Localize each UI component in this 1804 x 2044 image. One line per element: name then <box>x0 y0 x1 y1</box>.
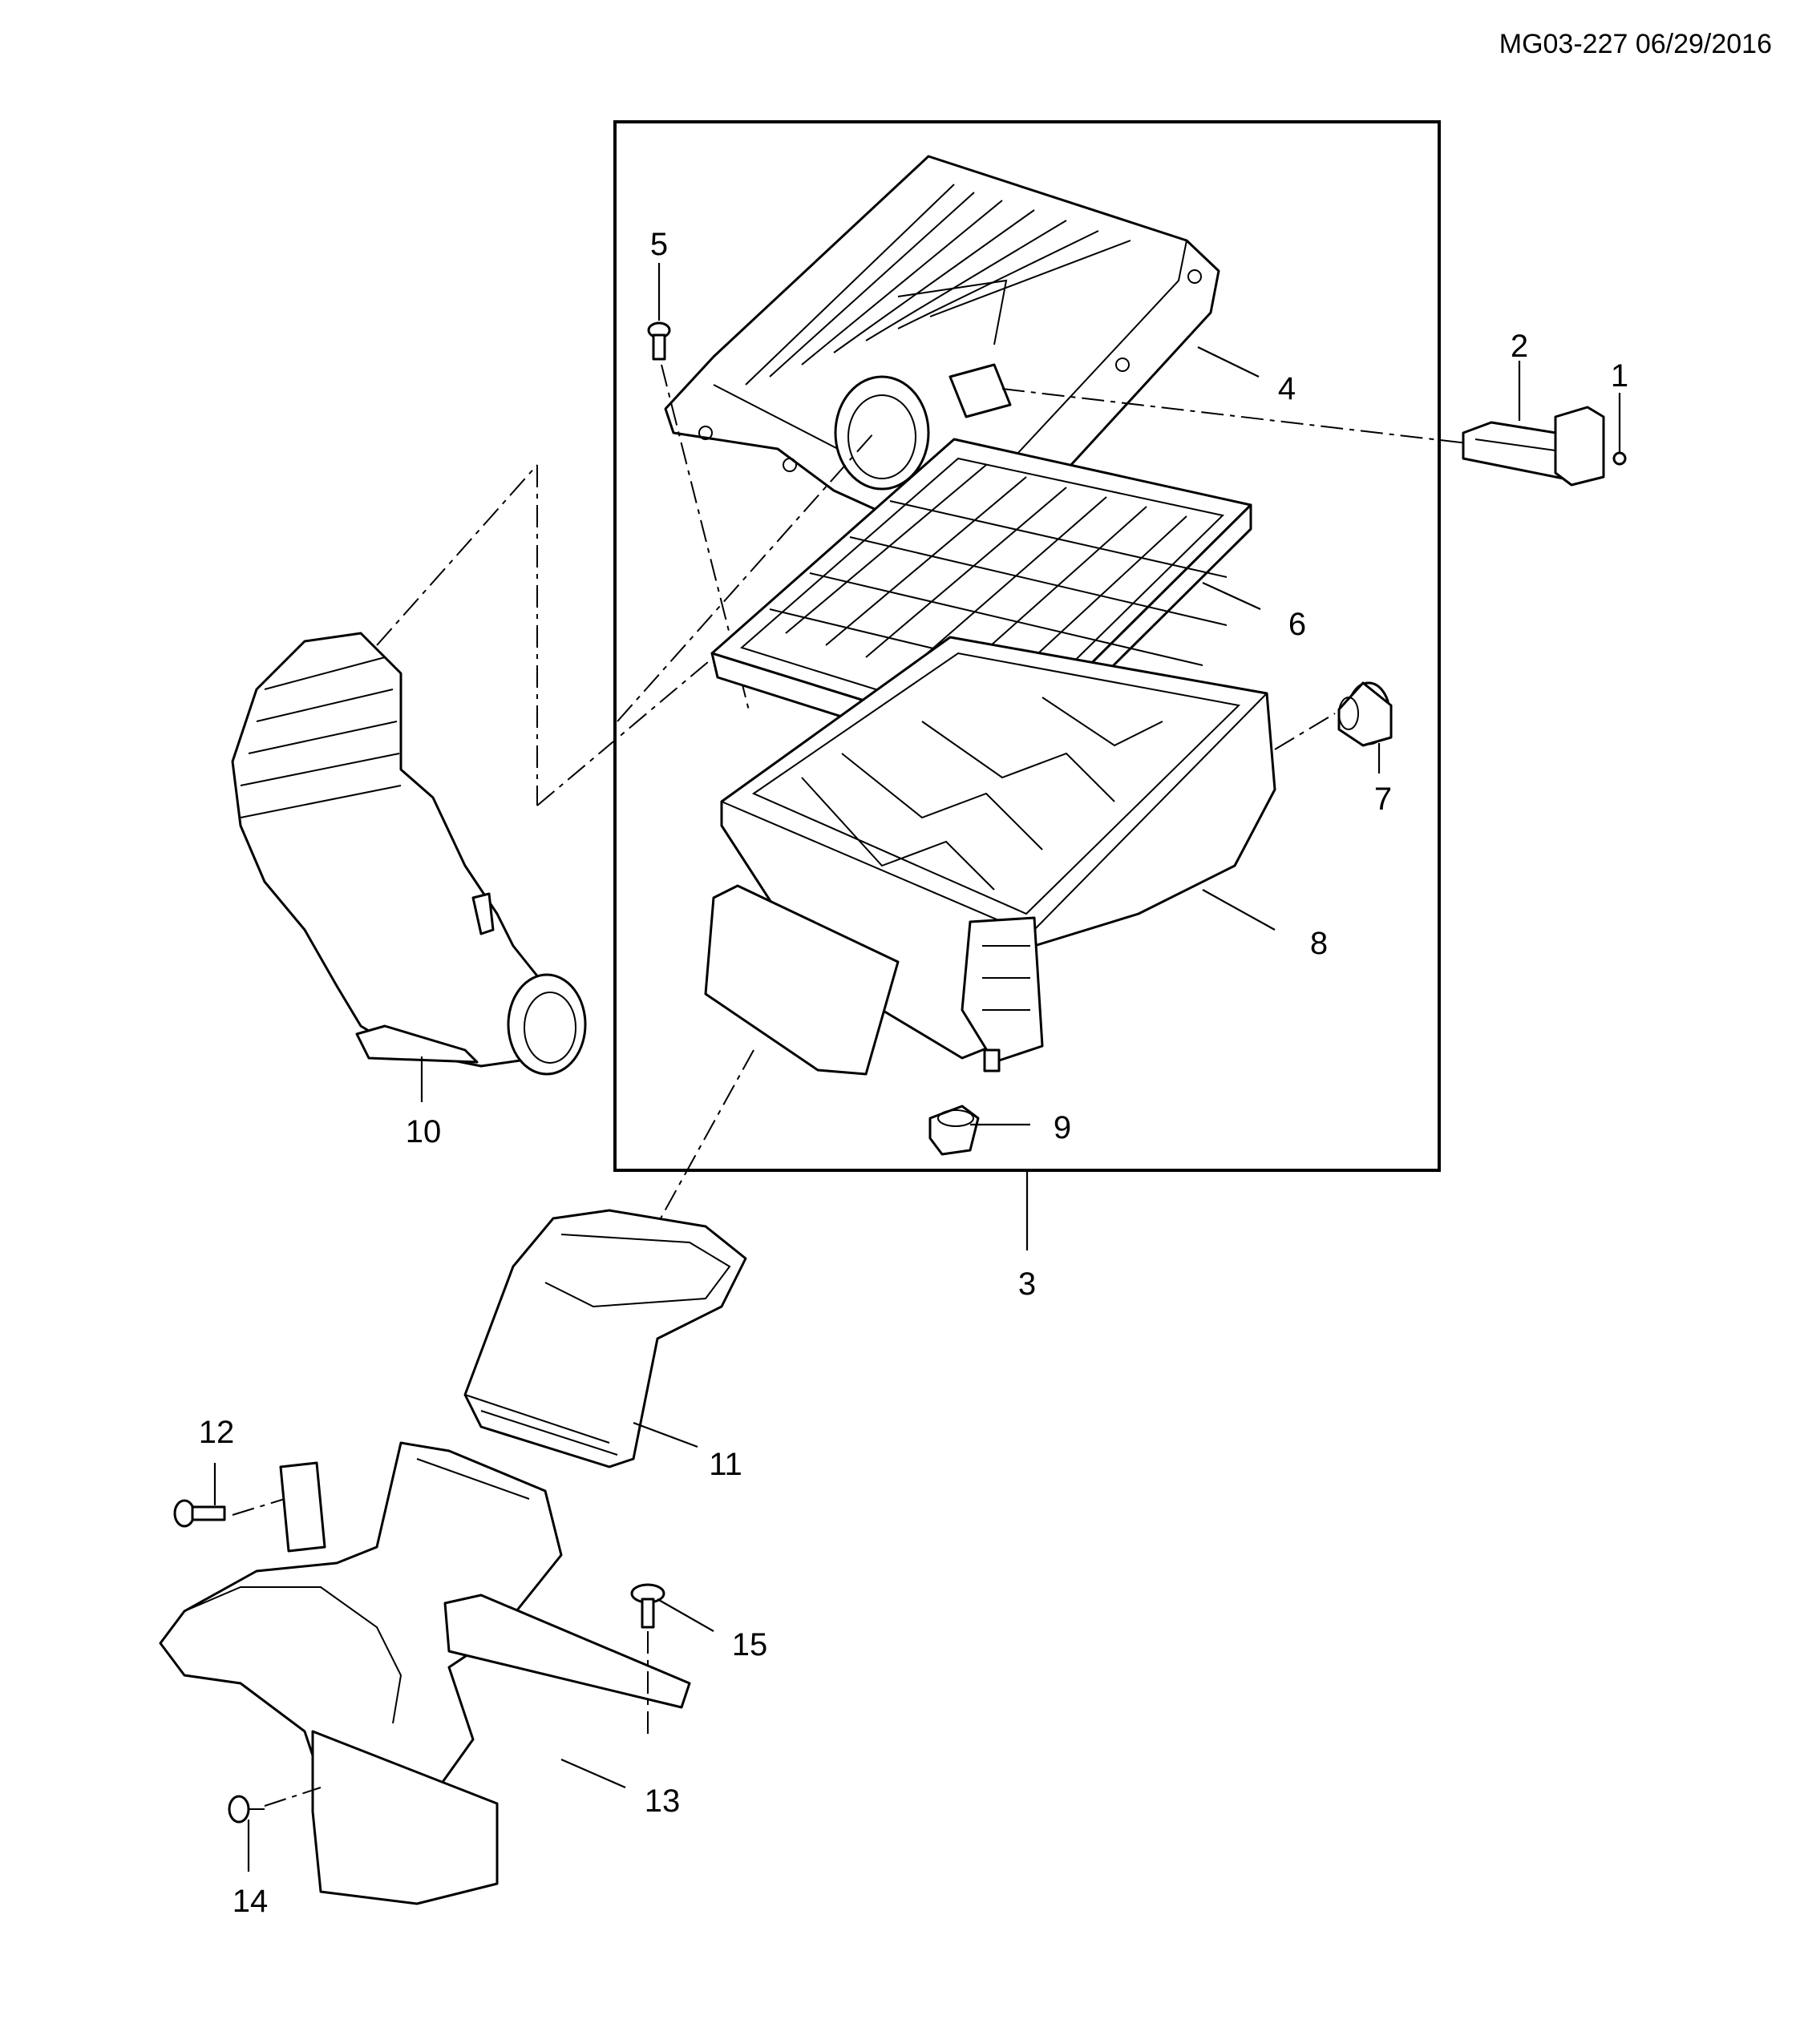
callout-9: 9 <box>1054 1110 1071 1145</box>
air-cleaner-housing <box>704 636 1276 1076</box>
airflow-sensor <box>1462 406 1605 487</box>
screw-1 <box>1612 451 1627 466</box>
callout-12: 12 <box>199 1415 235 1450</box>
fastener-14 <box>228 1795 265 1824</box>
callout-8: 8 <box>1310 926 1328 961</box>
callout-13: 13 <box>645 1783 681 1819</box>
diagram-code: MG03-227 06/29/2016 <box>1499 29 1772 59</box>
intake-duct <box>231 632 587 1076</box>
callout-11: 11 <box>709 1447 742 1482</box>
screw-5 <box>647 321 671 361</box>
callout-2: 2 <box>1511 329 1528 364</box>
lower-intake <box>159 1441 691 1905</box>
callout-7: 7 <box>1374 782 1392 817</box>
callout-1: 1 <box>1611 358 1628 394</box>
callout-10: 10 <box>406 1114 442 1149</box>
resonator-duct <box>463 1209 747 1468</box>
grommet-7 <box>1337 681 1393 747</box>
callout-4: 4 <box>1278 371 1296 406</box>
callout-3: 3 <box>1018 1266 1036 1302</box>
air-cleaner-cover <box>664 155 1220 555</box>
fastener-12 <box>173 1499 226 1528</box>
callout-6: 6 <box>1288 607 1306 642</box>
callout-15: 15 <box>732 1627 768 1662</box>
fastener-15 <box>630 1583 665 1629</box>
grommet-9 <box>928 1105 980 1156</box>
callout-14: 14 <box>233 1884 269 1919</box>
callout-5: 5 <box>650 227 668 262</box>
